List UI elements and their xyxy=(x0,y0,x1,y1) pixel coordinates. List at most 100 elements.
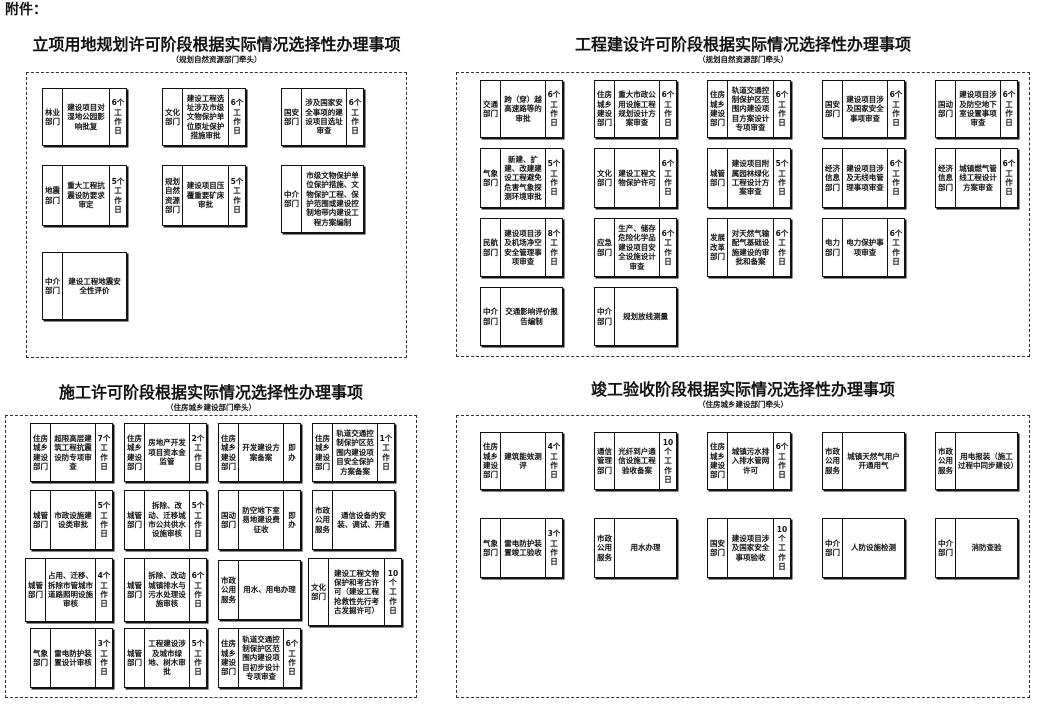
section-title-construction-permit: 施工许可阶段根据实际情况选择性办理事项 xyxy=(58,383,363,402)
section-frame-project-land-planning xyxy=(26,72,407,358)
matter-label: 建筑能效测评 xyxy=(504,451,542,470)
department-label: 中介部门 xyxy=(823,519,843,577)
matter-label: 建设工程选址涉及市级文物保护单位原址保护措施审批 xyxy=(186,93,225,141)
matter-label: 轨道交通控制保护区范围内建设项目初步设计专项审查 xyxy=(242,634,280,682)
matter-label: 人防设施检测 xyxy=(851,543,896,553)
time-limit-label: 5个工作日 xyxy=(545,149,562,207)
matter-label: 用水办理 xyxy=(630,543,661,553)
matter-box: 国动部门防空地下室易地建设费征收即办 xyxy=(218,490,301,550)
matter-label: 防空地下室易地建设费征收 xyxy=(242,505,280,534)
time-limit-label: 7个工作日 xyxy=(95,424,112,481)
time-limit-label: 6个工作日 xyxy=(283,629,300,687)
section-frame-completion-acceptance xyxy=(456,415,1030,698)
matter-label: 建设项目涉及国家安全事项审查 xyxy=(846,94,884,123)
department-label: 住房城乡建设部门 xyxy=(31,424,51,481)
department-label: 住房城乡建设部门 xyxy=(219,424,239,481)
matter-label: 涉及国家安全事项的建设项目选址审查 xyxy=(305,98,343,136)
section-lead-department: （规划自然资源部门牵头） xyxy=(171,55,262,64)
department-label: 地震部门 xyxy=(43,166,63,225)
time-limit-label: 6个工作日 xyxy=(773,433,790,489)
department-label: 民航部门 xyxy=(481,219,501,276)
time-limit-label: 10个工作日 xyxy=(384,559,401,625)
department-label: 国动部门 xyxy=(219,491,239,549)
matter-box: 市政公用服务城镇天然气用户开通用气 xyxy=(822,432,905,490)
time-limit-label: 即办 xyxy=(283,491,300,549)
department-label: 国安部门 xyxy=(282,89,302,145)
time-limit-label: 4个工作日 xyxy=(95,559,112,621)
department-label: 交通部门 xyxy=(481,81,501,137)
department-label: 市政公用服务 xyxy=(595,519,615,577)
matter-label: 用水、用电办理 xyxy=(243,585,296,595)
matter-label: 市级文物保护单位保护措施、文物保护工程、保护范围或建设控制地带内建设工程方案编制 xyxy=(306,170,359,227)
department-label: 城管部门 xyxy=(31,491,51,549)
section-frame-engineering-permit xyxy=(456,72,1030,357)
department-label: 住房城乡建设部门 xyxy=(219,629,239,687)
department-label: 应急部门 xyxy=(595,219,615,276)
matter-label: 生产、储存危险化学品建设项目安全设施设计审查 xyxy=(618,224,656,271)
time-limit-label: 5个工作日 xyxy=(773,149,790,207)
department-label: 中介部门 xyxy=(282,166,302,232)
time-limit-label: 1个工作日 xyxy=(377,424,394,481)
time-limit-label: 5个工作日 xyxy=(189,629,206,687)
section-lead-department: （住房城乡建设部门牵头） xyxy=(166,403,256,412)
matter-box: 中介部门规划放线测量 xyxy=(594,287,677,346)
matter-label: 对天然气输配气基础设施建设的审批和备案 xyxy=(731,228,770,266)
time-limit-label: 5个工作日 xyxy=(228,166,245,225)
department-label: 文化部门 xyxy=(309,559,329,625)
matter-label: 建设工程文物保护和考古许可（建设工程抢救性先行考古发掘许可） xyxy=(334,568,379,616)
time-limit-label: 6个工作日 xyxy=(887,81,904,137)
department-label: 林业部门 xyxy=(43,89,63,145)
section-title-project-land-planning: 立项用地规划许可阶段根据实际情况选择性办理事项 xyxy=(32,35,401,54)
department-label: 文化部门 xyxy=(595,149,615,207)
time-limit-label: 6个工作日 xyxy=(773,219,790,276)
department-label: 市政公用服务 xyxy=(313,491,333,549)
department-label: 气象部门 xyxy=(481,149,501,207)
department-label: 中介部门 xyxy=(43,253,63,319)
matter-label: 用电报装（施工过程中同步建设） xyxy=(958,451,1018,470)
matter-box: 中介部门市级文物保护单位保护措施、文物保护工程、保护范围或建设控制地带内建设工程… xyxy=(281,165,364,233)
matter-label: 轨道交通控制保护区范围内建设项目安全保护方案备案 xyxy=(336,429,374,476)
matter-box: 市政公用服务用电报装（施工过程中同步建设） xyxy=(935,432,1018,490)
department-label: 城管部门 xyxy=(125,491,145,549)
department-label: 国安部门 xyxy=(708,519,728,577)
time-limit-label: 6个工作日 xyxy=(228,89,245,145)
time-limit-label: 6个工作日 xyxy=(189,559,206,621)
matter-label: 新建、扩建、改建建设工程避免危害气象探测环境审批 xyxy=(504,154,542,202)
time-limit-label: 6个工作日 xyxy=(1000,149,1017,207)
matter-label: 城镇燃气管线工程设计方案审查 xyxy=(959,163,997,192)
matter-label: 建设项目对湿地公园影响批复 xyxy=(67,102,105,131)
department-label: 通信管理部门 xyxy=(595,433,615,489)
matter-label: 建设项目压覆重要矿床审批 xyxy=(186,181,225,210)
matter-label: 城镇天然气用户开通用气 xyxy=(847,451,900,470)
matter-label: 建设工程文物保护许可 xyxy=(618,168,656,187)
time-limit-label: 3个工作日 xyxy=(95,629,112,687)
matter-label: 光纤到户通信设施工程验收备案 xyxy=(618,446,656,475)
matter-label: 轨道交通控制保护区范围内建设项目方案设计专项审查 xyxy=(731,85,770,133)
section-title-completion-acceptance: 竣工验收阶段根据实际情况选择性办理事项 xyxy=(590,380,895,399)
department-label: 气象部门 xyxy=(31,629,51,687)
section-lead-department: （住房城乡建设部门牵头） xyxy=(698,400,788,409)
time-limit-label: 6个工作日 xyxy=(545,81,562,137)
time-limit-label: 5个工作日 xyxy=(189,491,206,549)
matter-label: 市政设施建设类审批 xyxy=(54,510,92,529)
department-label: 住房城乡建设部门 xyxy=(708,81,728,137)
department-label: 国动部门 xyxy=(936,81,956,137)
matter-label: 城镇污水排入排水管网许可 xyxy=(731,446,770,475)
